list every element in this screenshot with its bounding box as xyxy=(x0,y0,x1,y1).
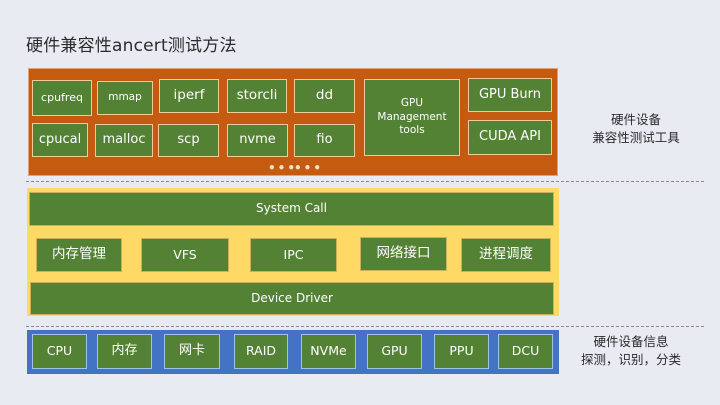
tool-malloc: malloc xyxy=(95,124,153,157)
kernel-module-scheduler: 进程调度 xyxy=(461,238,551,272)
tool-cpucal: cpucal xyxy=(32,123,88,157)
hardware-layer-label-line1: 硬件设备信息 xyxy=(593,334,669,349)
tools-layer-label-line2: 兼容性测试工具 xyxy=(592,130,680,146)
hardware-gpu: GPU xyxy=(367,334,422,369)
gpu-management-line3: tools xyxy=(399,124,425,137)
hardware-layer-label: 硬件设备信息 探测，识别，分类 xyxy=(566,333,696,369)
system-call-bar: System Call xyxy=(29,192,554,226)
tools-layer-label: 硬件设备 兼容性测试工具 xyxy=(576,111,696,147)
tool-gpu-management: GPU Management tools xyxy=(364,79,460,156)
page-title: 硬件兼容性ancert测试方法 xyxy=(26,36,237,56)
hardware-nvme: NVMe xyxy=(301,334,356,369)
device-driver-bar: Device Driver xyxy=(30,282,554,315)
kernel-module-ipc: IPC xyxy=(250,238,337,272)
kernel-module-network: 网络接口 xyxy=(360,237,447,271)
tool-cuda-api: CUDA API xyxy=(468,120,552,155)
tool-dd: dd xyxy=(294,79,355,113)
tools-layer-label-line1: 硬件设备 xyxy=(610,112,661,127)
tool-gpu-burn: GPU Burn xyxy=(468,78,552,112)
tool-fio: fio xyxy=(294,124,355,157)
hardware-nic: 网卡 xyxy=(164,334,220,369)
gpu-management-line1: GPU xyxy=(400,97,424,110)
hardware-raid: RAID xyxy=(234,334,288,369)
hardware-ppu: PPU xyxy=(434,334,489,369)
hardware-dcu: DCU xyxy=(498,334,553,369)
tool-cpufreq: cpufreq xyxy=(32,80,92,116)
tool-iperf: iperf xyxy=(159,79,219,113)
more-tools-ellipsis: ••• xyxy=(268,161,298,175)
tool-storcli: storcli xyxy=(227,79,287,113)
kernel-module-memory: 内存管理 xyxy=(36,238,122,272)
hardware-layer-label-line2: 探测，识别，分类 xyxy=(580,352,681,368)
tool-mmap: mmap xyxy=(97,81,153,115)
layer-divider xyxy=(26,326,704,327)
gpu-management-line2: Management xyxy=(377,110,447,123)
tool-nvme: nvme xyxy=(227,124,288,157)
tool-scp: scp xyxy=(158,124,219,157)
kernel-module-vfs: VFS xyxy=(141,238,229,272)
hardware-memory: 内存 xyxy=(97,334,152,369)
layer-divider xyxy=(26,181,704,182)
more-tools-ellipsis: ••• xyxy=(294,161,324,175)
hardware-cpu: CPU xyxy=(32,334,87,369)
